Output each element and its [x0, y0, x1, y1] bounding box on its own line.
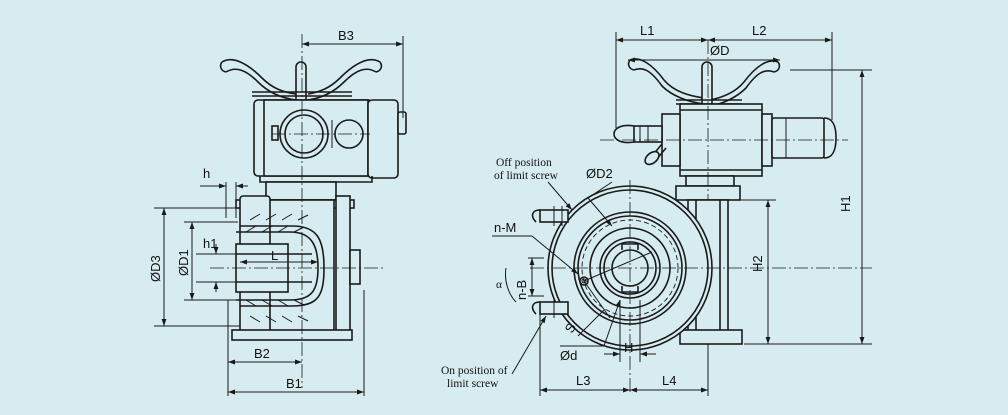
dim-L4: L4	[662, 373, 676, 388]
dim-alpha: α	[496, 279, 502, 291]
dim-D: ØD	[710, 43, 730, 58]
dim-h: h	[203, 166, 210, 181]
handwheel-front	[627, 58, 781, 109]
dim-H1: H1	[838, 195, 853, 212]
dim-H: H	[624, 340, 633, 355]
dim-L: L	[271, 248, 278, 263]
side-view: B3 h h1 ØD3 ØD1 L B2 B1	[148, 28, 407, 396]
dim-D1: ØD1	[176, 249, 191, 276]
dim-L1: L1	[640, 23, 654, 38]
limit-screw-off	[531, 206, 569, 226]
valve-body-side	[231, 181, 361, 341]
limit-screw-on	[531, 298, 569, 318]
note-on-line1: On position of	[441, 365, 508, 377]
dim-B2: B2	[254, 346, 270, 361]
dim-D3: ØD3	[148, 255, 163, 282]
dim-nM: n-M	[494, 220, 516, 235]
front-view: L1 L2 ØD H1 H2 ØD2 n-M n-B α Off positio…	[441, 23, 872, 396]
dim-d: Ød	[560, 348, 577, 363]
note-off-line2: of limit screw	[494, 170, 559, 182]
dim-L2: L2	[752, 23, 766, 38]
dim-B1: B1	[286, 376, 302, 391]
dim-B3: B3	[338, 28, 354, 43]
dim-L3: L3	[576, 373, 590, 388]
dim-D2: ØD2	[586, 166, 613, 181]
gearbox-side	[253, 99, 407, 183]
handwheel-side	[219, 58, 383, 107]
dim-nB: n-B	[514, 280, 529, 300]
note-on-line2: limit screw	[447, 378, 499, 390]
gearbox-front	[613, 103, 837, 187]
note-off-line1: Off position	[496, 157, 552, 169]
dim-h1: h1	[203, 236, 217, 251]
dim-H2: H2	[750, 255, 765, 272]
